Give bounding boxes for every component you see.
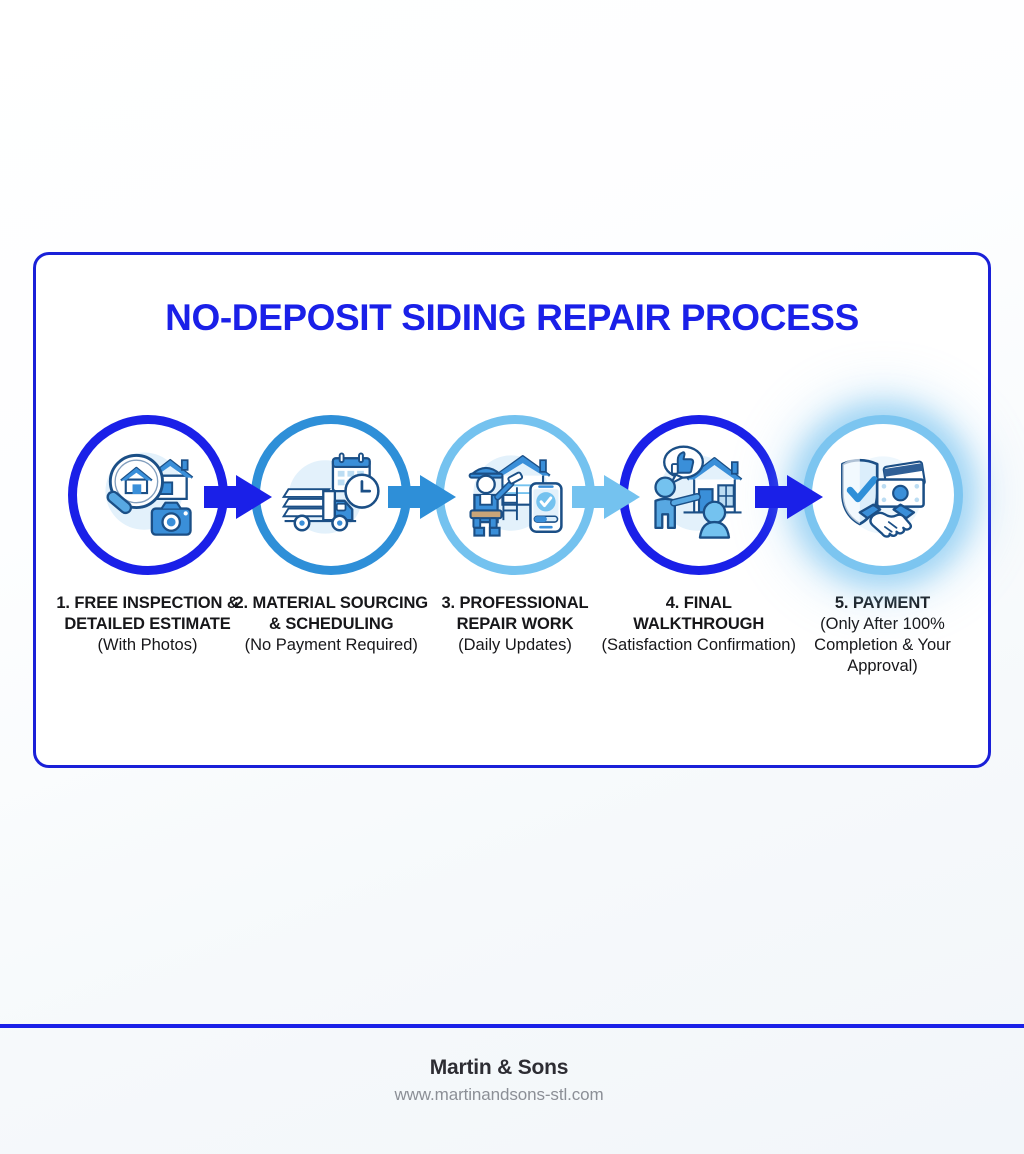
step-5-circle [802,415,963,575]
step-1-title: 1. FREE INSPECTION & DETAILED ESTIMATE [56,594,239,634]
step-2-title: 2. MATERIAL SOURCING & SCHEDULING [234,594,429,634]
page-title: NO-DEPOSIT SIDING REPAIR PROCESS [165,297,859,338]
step-1-ring [67,415,228,575]
step-4-caption: 4. FINAL WALKTHROUGH (Satisfaction Confi… [601,593,797,656]
magnifier-house-camera-icon [104,452,193,536]
infographic-card: NO-DEPOSIT SIDING REPAIR PROCESS [33,252,991,768]
footer: Martin & Sons www.martinandsons-stl.com [0,1056,1024,1105]
step-1-caption: 1. FREE INSPECTION & DETAILED ESTIMATE (… [50,593,246,656]
arrow-step1-to-step2 [204,475,272,519]
process-step-5: 5. PAYMENT (Only After 100% Completion &… [791,415,974,677]
step-5-caption: 5. PAYMENT (Only After 100% Completion &… [785,593,981,677]
step-1-subtitle: (With Photos) [97,636,198,655]
arrow-step4-to-step5 [755,475,824,519]
step-3-title: 3. PROFESSIONAL REPAIR WORK [441,594,589,634]
step-4-subtitle: (Satisfaction Confirmation) [601,636,796,655]
process-steps-row: 1. FREE INSPECTION & DETAILED ESTIMATE (… [56,415,974,677]
step-2-caption: 2. MATERIAL SOURCING & SCHEDULING (No Pa… [233,593,429,656]
step-2-subtitle: (No Payment Required) [244,636,418,655]
worker-house-phone-icon [468,455,563,537]
process-step-4: 4. FINAL WALKTHROUGH (Satisfaction Confi… [602,415,824,656]
shield-check-money-handshake-icon [840,456,926,538]
step-4-title: 4. FINAL WALKTHROUGH [633,594,765,634]
process-step-2: 2. MATERIAL SOURCING & SCHEDULING (No Pa… [234,415,456,656]
process-step-3: 3. PROFESSIONAL REPAIR WORK (Daily Updat… [424,415,640,656]
thumbsup-person-house-icon [654,445,743,539]
arrow-step2-to-step3 [387,475,456,519]
step-5-subtitle: (Only After 100% Completion & Your Appro… [814,615,951,676]
process-step-1: 1. FREE INSPECTION & DETAILED ESTIMATE (… [56,415,272,656]
step-3-subtitle: (Daily Updates) [458,636,572,655]
footer-divider [0,1024,1024,1028]
company-website[interactable]: www.martinandsons-stl.com [394,1085,604,1104]
step-5-title: 5. PAYMENT [834,594,931,612]
step-1-circle [67,415,228,575]
step-3-caption: 3. PROFESSIONAL REPAIR WORK (Daily Updat… [417,593,613,656]
company-name: Martin & Sons [429,1056,569,1079]
arrow-step3-to-step4 [571,475,640,519]
step-4-circle [618,415,779,575]
delivery-truck-calendar-clock-icon [282,452,380,534]
